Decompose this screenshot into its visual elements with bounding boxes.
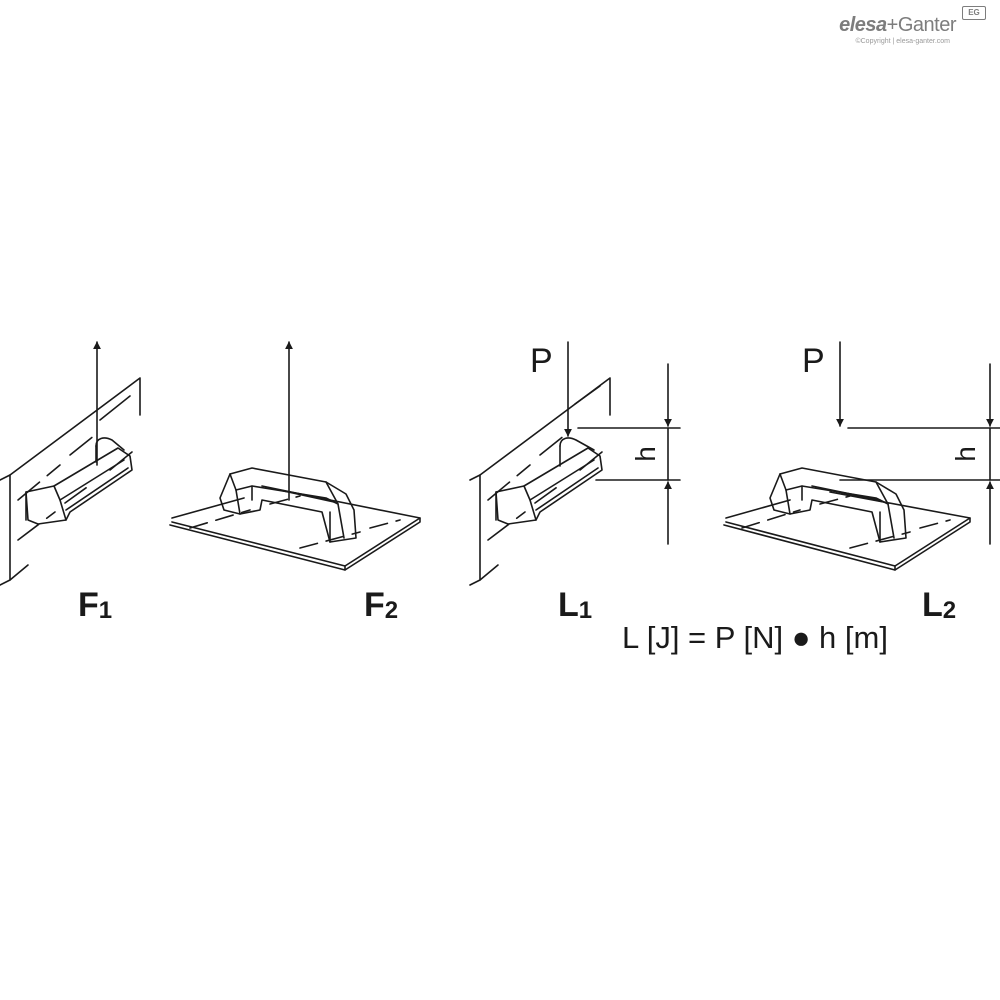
surface-handle bbox=[219, 467, 357, 543]
base-plate bbox=[169, 489, 421, 571]
panel-f2-drawing bbox=[169, 341, 421, 571]
logo-plus: + bbox=[886, 14, 899, 36]
force-label-l1: P bbox=[530, 342, 553, 380]
logo-elesa: elesa bbox=[839, 14, 887, 36]
panel-f1-drawing bbox=[0, 341, 141, 586]
wall-handle bbox=[25, 437, 133, 525]
logo-ganter: Ganter bbox=[897, 14, 957, 36]
wall-panel-l1 bbox=[469, 377, 611, 586]
logo-copyright: ©Copyright | elesa-ganter.com bbox=[855, 38, 950, 45]
logo-wordmark: elesa+Ganter bbox=[839, 14, 956, 37]
label-f1: F1 bbox=[78, 586, 112, 624]
panel-l2-drawing bbox=[723, 341, 1000, 571]
panel-l1-drawing bbox=[469, 341, 681, 586]
label-l1: L1 bbox=[558, 586, 592, 624]
work-formula: L [J] = P [N] ● h [m] bbox=[622, 620, 888, 655]
height-dimension-l2 bbox=[839, 363, 1000, 545]
wall-handle-l1 bbox=[495, 437, 603, 525]
label-f2: F2 bbox=[364, 586, 398, 624]
wall-panel bbox=[0, 377, 141, 586]
surface-handle-l2 bbox=[769, 467, 907, 543]
elesa-ganter-logo: EG elesa+Ganter ©Copyright | elesa-gante… bbox=[806, 6, 986, 50]
force-label-l2: P bbox=[802, 342, 825, 380]
logo-badge: EG bbox=[962, 6, 986, 20]
base-plate-l2 bbox=[723, 491, 971, 571]
height-label-l1: h bbox=[629, 446, 661, 462]
height-label-l2: h bbox=[949, 446, 981, 462]
height-dimension-l1 bbox=[577, 363, 681, 545]
label-l2: L2 bbox=[922, 586, 956, 624]
